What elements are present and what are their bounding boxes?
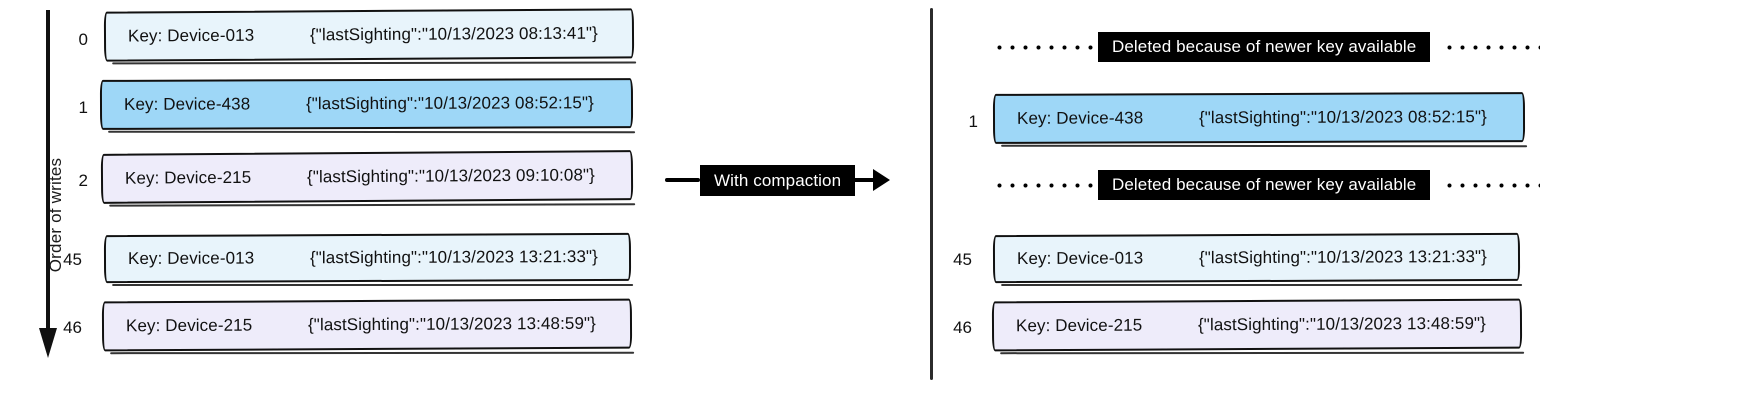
record-key: Key: Device-013 bbox=[127, 25, 255, 46]
compacted-index-45: 45 bbox=[953, 250, 972, 269]
deleted-note-dots-left bbox=[993, 183, 1095, 188]
record-key: Key: Device-215 bbox=[125, 315, 253, 336]
record-value: {"lastSighting":"10/13/2023 13:48:59"} bbox=[1197, 313, 1486, 335]
compaction-arrow-head-icon bbox=[873, 169, 890, 191]
compaction-arrow-line-right bbox=[853, 178, 876, 182]
compaction-arrow-line-left bbox=[665, 178, 700, 182]
write-index-2: 2 bbox=[78, 171, 88, 190]
with-compaction-label: With compaction bbox=[700, 165, 856, 196]
write-index-1: 1 bbox=[78, 98, 88, 117]
record-key: Key: Device-013 bbox=[1016, 248, 1144, 269]
record-row: Key: Device-013 {"lastSighting":"10/13/2… bbox=[992, 232, 1521, 284]
record-row: Key: Device-013 {"lastSighting":"10/13/2… bbox=[103, 232, 632, 284]
record-value: {"lastSighting":"10/13/2023 13:21:33"} bbox=[1198, 246, 1487, 268]
record-value: {"lastSighting":"10/13/2023 13:48:59"} bbox=[307, 313, 596, 335]
record-value: {"lastSighting":"10/13/2023 13:21:33"} bbox=[309, 246, 598, 268]
deleted-note-dots-right bbox=[1443, 45, 1540, 50]
compacted-index-46: 46 bbox=[953, 318, 972, 337]
deleted-note-badge: Deleted because of newer key available bbox=[1098, 170, 1431, 200]
record-value: {"lastSighting":"10/13/2023 09:10:08"} bbox=[306, 165, 595, 187]
record-key: Key: Device-438 bbox=[123, 94, 251, 114]
record-key: Key: Device-215 bbox=[124, 167, 252, 188]
deleted-note-badge: Deleted because of newer key available bbox=[1098, 32, 1431, 62]
deleted-note-dots-right bbox=[1443, 183, 1540, 188]
record-row: Key: Device-013 {"lastSighting":"10/13/2… bbox=[103, 8, 635, 62]
record-row: Key: Device-215 {"lastSighting":"10/13/2… bbox=[101, 298, 633, 352]
downward-arrow-icon bbox=[39, 10, 57, 358]
write-index-0: 0 bbox=[78, 30, 88, 49]
record-value: {"lastSighting":"10/13/2023 08:52:15"} bbox=[305, 93, 594, 114]
record-key: Key: Device-013 bbox=[127, 248, 255, 269]
panel-divider bbox=[930, 8, 933, 380]
record-row: Key: Device-215 {"lastSighting":"10/13/2… bbox=[991, 298, 1523, 352]
record-value: {"lastSighting":"10/13/2023 08:13:41"} bbox=[309, 23, 598, 45]
deleted-note-dots-left bbox=[993, 45, 1095, 50]
record-row: Key: Device-438 {"lastSighting":"10/13/2… bbox=[99, 78, 634, 130]
record-key: Key: Device-438 bbox=[1016, 108, 1144, 128]
record-value: {"lastSighting":"10/13/2023 08:52:15"} bbox=[1198, 107, 1487, 128]
write-index-45: 45 bbox=[63, 250, 82, 269]
record-key: Key: Device-215 bbox=[1015, 315, 1143, 336]
write-index-46: 46 bbox=[63, 318, 82, 337]
record-row: Key: Device-215 {"lastSighting":"10/13/2… bbox=[100, 150, 634, 204]
compacted-index-1: 1 bbox=[968, 112, 978, 131]
record-row: Key: Device-438 {"lastSighting":"10/13/2… bbox=[992, 92, 1526, 144]
